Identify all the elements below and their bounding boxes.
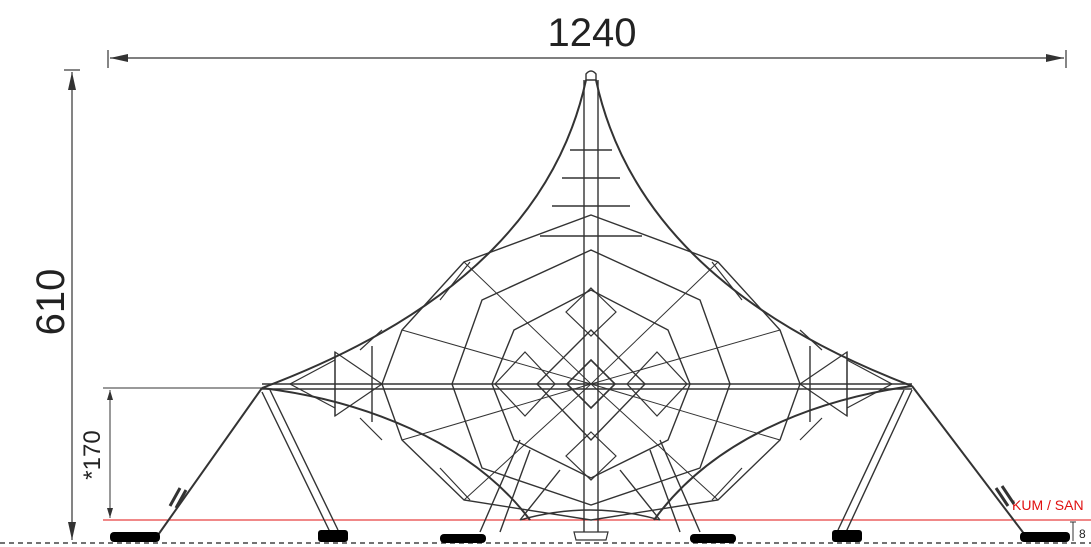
central-mast bbox=[583, 70, 599, 532]
right-foot bbox=[1020, 532, 1070, 542]
right-lower-ropes bbox=[619, 439, 701, 533]
right-inner-leg bbox=[837, 389, 913, 533]
net-radials bbox=[401, 261, 781, 501]
left-wing-cells bbox=[288, 261, 471, 501]
sand-depth-marker bbox=[1070, 521, 1076, 541]
right-wing-cells bbox=[711, 261, 894, 501]
outer-silhouette bbox=[261, 79, 913, 521]
left-inner-leg bbox=[261, 389, 339, 533]
left-inner-foot bbox=[318, 530, 348, 542]
net-diamond-bottom bbox=[565, 431, 617, 481]
left-foot bbox=[110, 532, 160, 542]
right-outer-leg bbox=[911, 385, 1026, 536]
width-dimension-label: 1240 bbox=[548, 11, 637, 55]
sand-label: KUM / SAN bbox=[1012, 497, 1084, 513]
height-dimension bbox=[64, 69, 80, 540]
net-diamond-left bbox=[494, 351, 556, 417]
width-dimension bbox=[107, 50, 1067, 68]
net-diamond-right bbox=[626, 351, 688, 417]
platform-height-label: *170 bbox=[79, 430, 106, 479]
sand-depth-label: 8 bbox=[1079, 527, 1086, 541]
right-inner-foot bbox=[832, 530, 862, 542]
wing-vertical-rungs bbox=[334, 346, 848, 422]
left-turnbuckle bbox=[168, 487, 188, 509]
net-ring-2 bbox=[536, 329, 646, 442]
mast-base bbox=[573, 531, 609, 541]
left-center-foot bbox=[440, 534, 486, 543]
net-ring-center bbox=[565, 358, 617, 410]
height-dimension-label: 610 bbox=[29, 269, 73, 336]
right-turnbuckle bbox=[994, 485, 1016, 507]
bottom-arc bbox=[519, 509, 661, 521]
upper-rungs bbox=[540, 149, 642, 237]
left-outer-leg bbox=[157, 387, 263, 536]
net-ring-3 bbox=[491, 289, 691, 479]
net-ring-4 bbox=[451, 249, 731, 506]
rope-net-structure bbox=[110, 70, 1070, 543]
right-center-foot bbox=[690, 534, 736, 543]
net-diamond-top bbox=[565, 287, 617, 337]
net-ring-5 bbox=[381, 214, 801, 521]
left-lower-ropes bbox=[479, 439, 561, 533]
horizontal-spine bbox=[262, 383, 912, 390]
